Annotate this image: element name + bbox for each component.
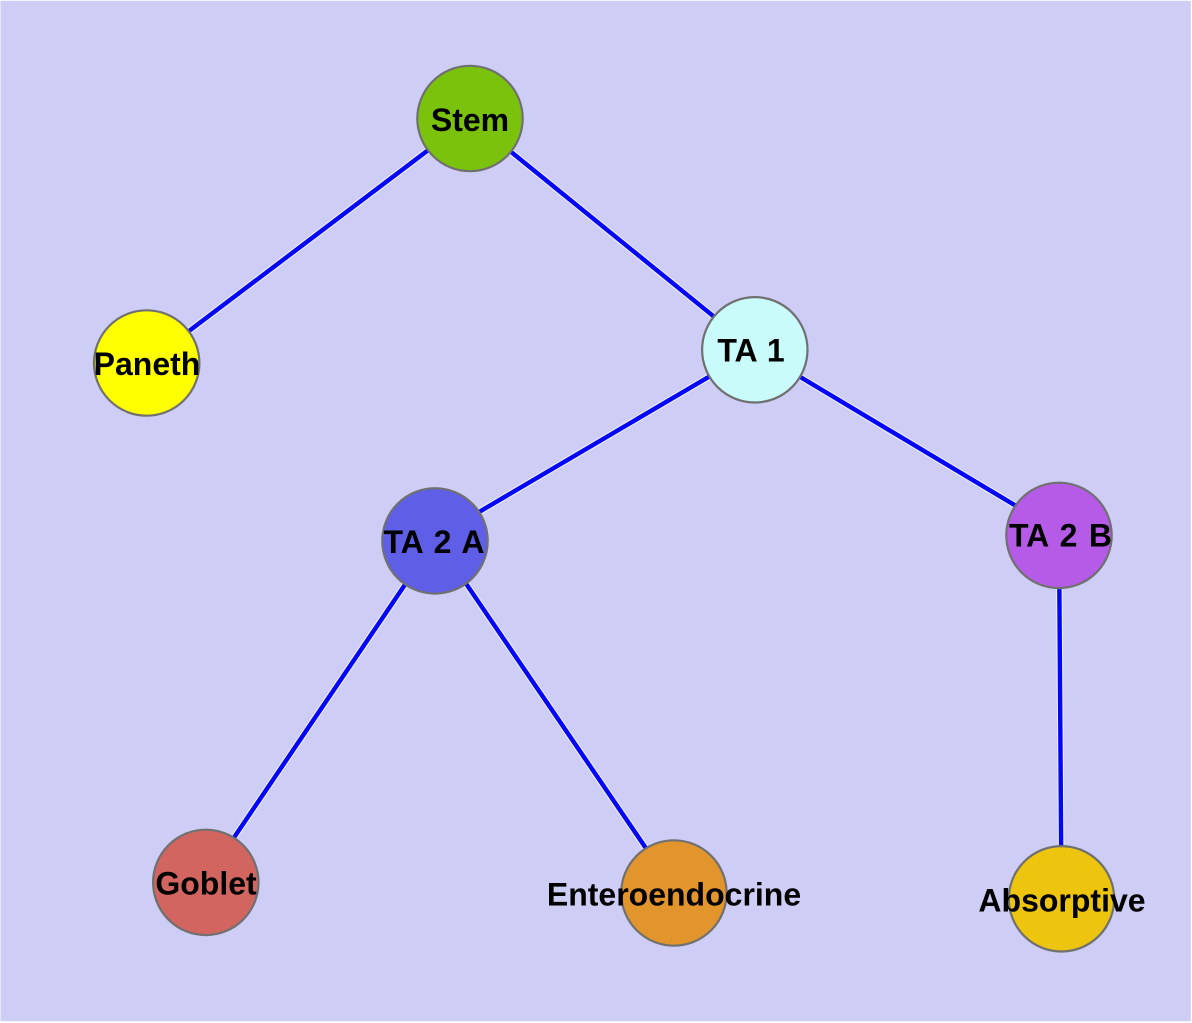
- svg-text:TA 2 A: TA 2 A: [384, 524, 485, 560]
- svg-text:TA 2 B: TA 2 B: [1009, 518, 1112, 554]
- svg-text:Paneth: Paneth: [94, 346, 201, 382]
- svg-text:Enteroendocrine: Enteroendocrine: [547, 877, 801, 913]
- svg-text:Goblet: Goblet: [155, 866, 257, 902]
- svg-text:Absorptive: Absorptive: [978, 883, 1145, 919]
- svg-text:Stem: Stem: [431, 102, 509, 138]
- svg-text:TA 1: TA 1: [717, 333, 784, 369]
